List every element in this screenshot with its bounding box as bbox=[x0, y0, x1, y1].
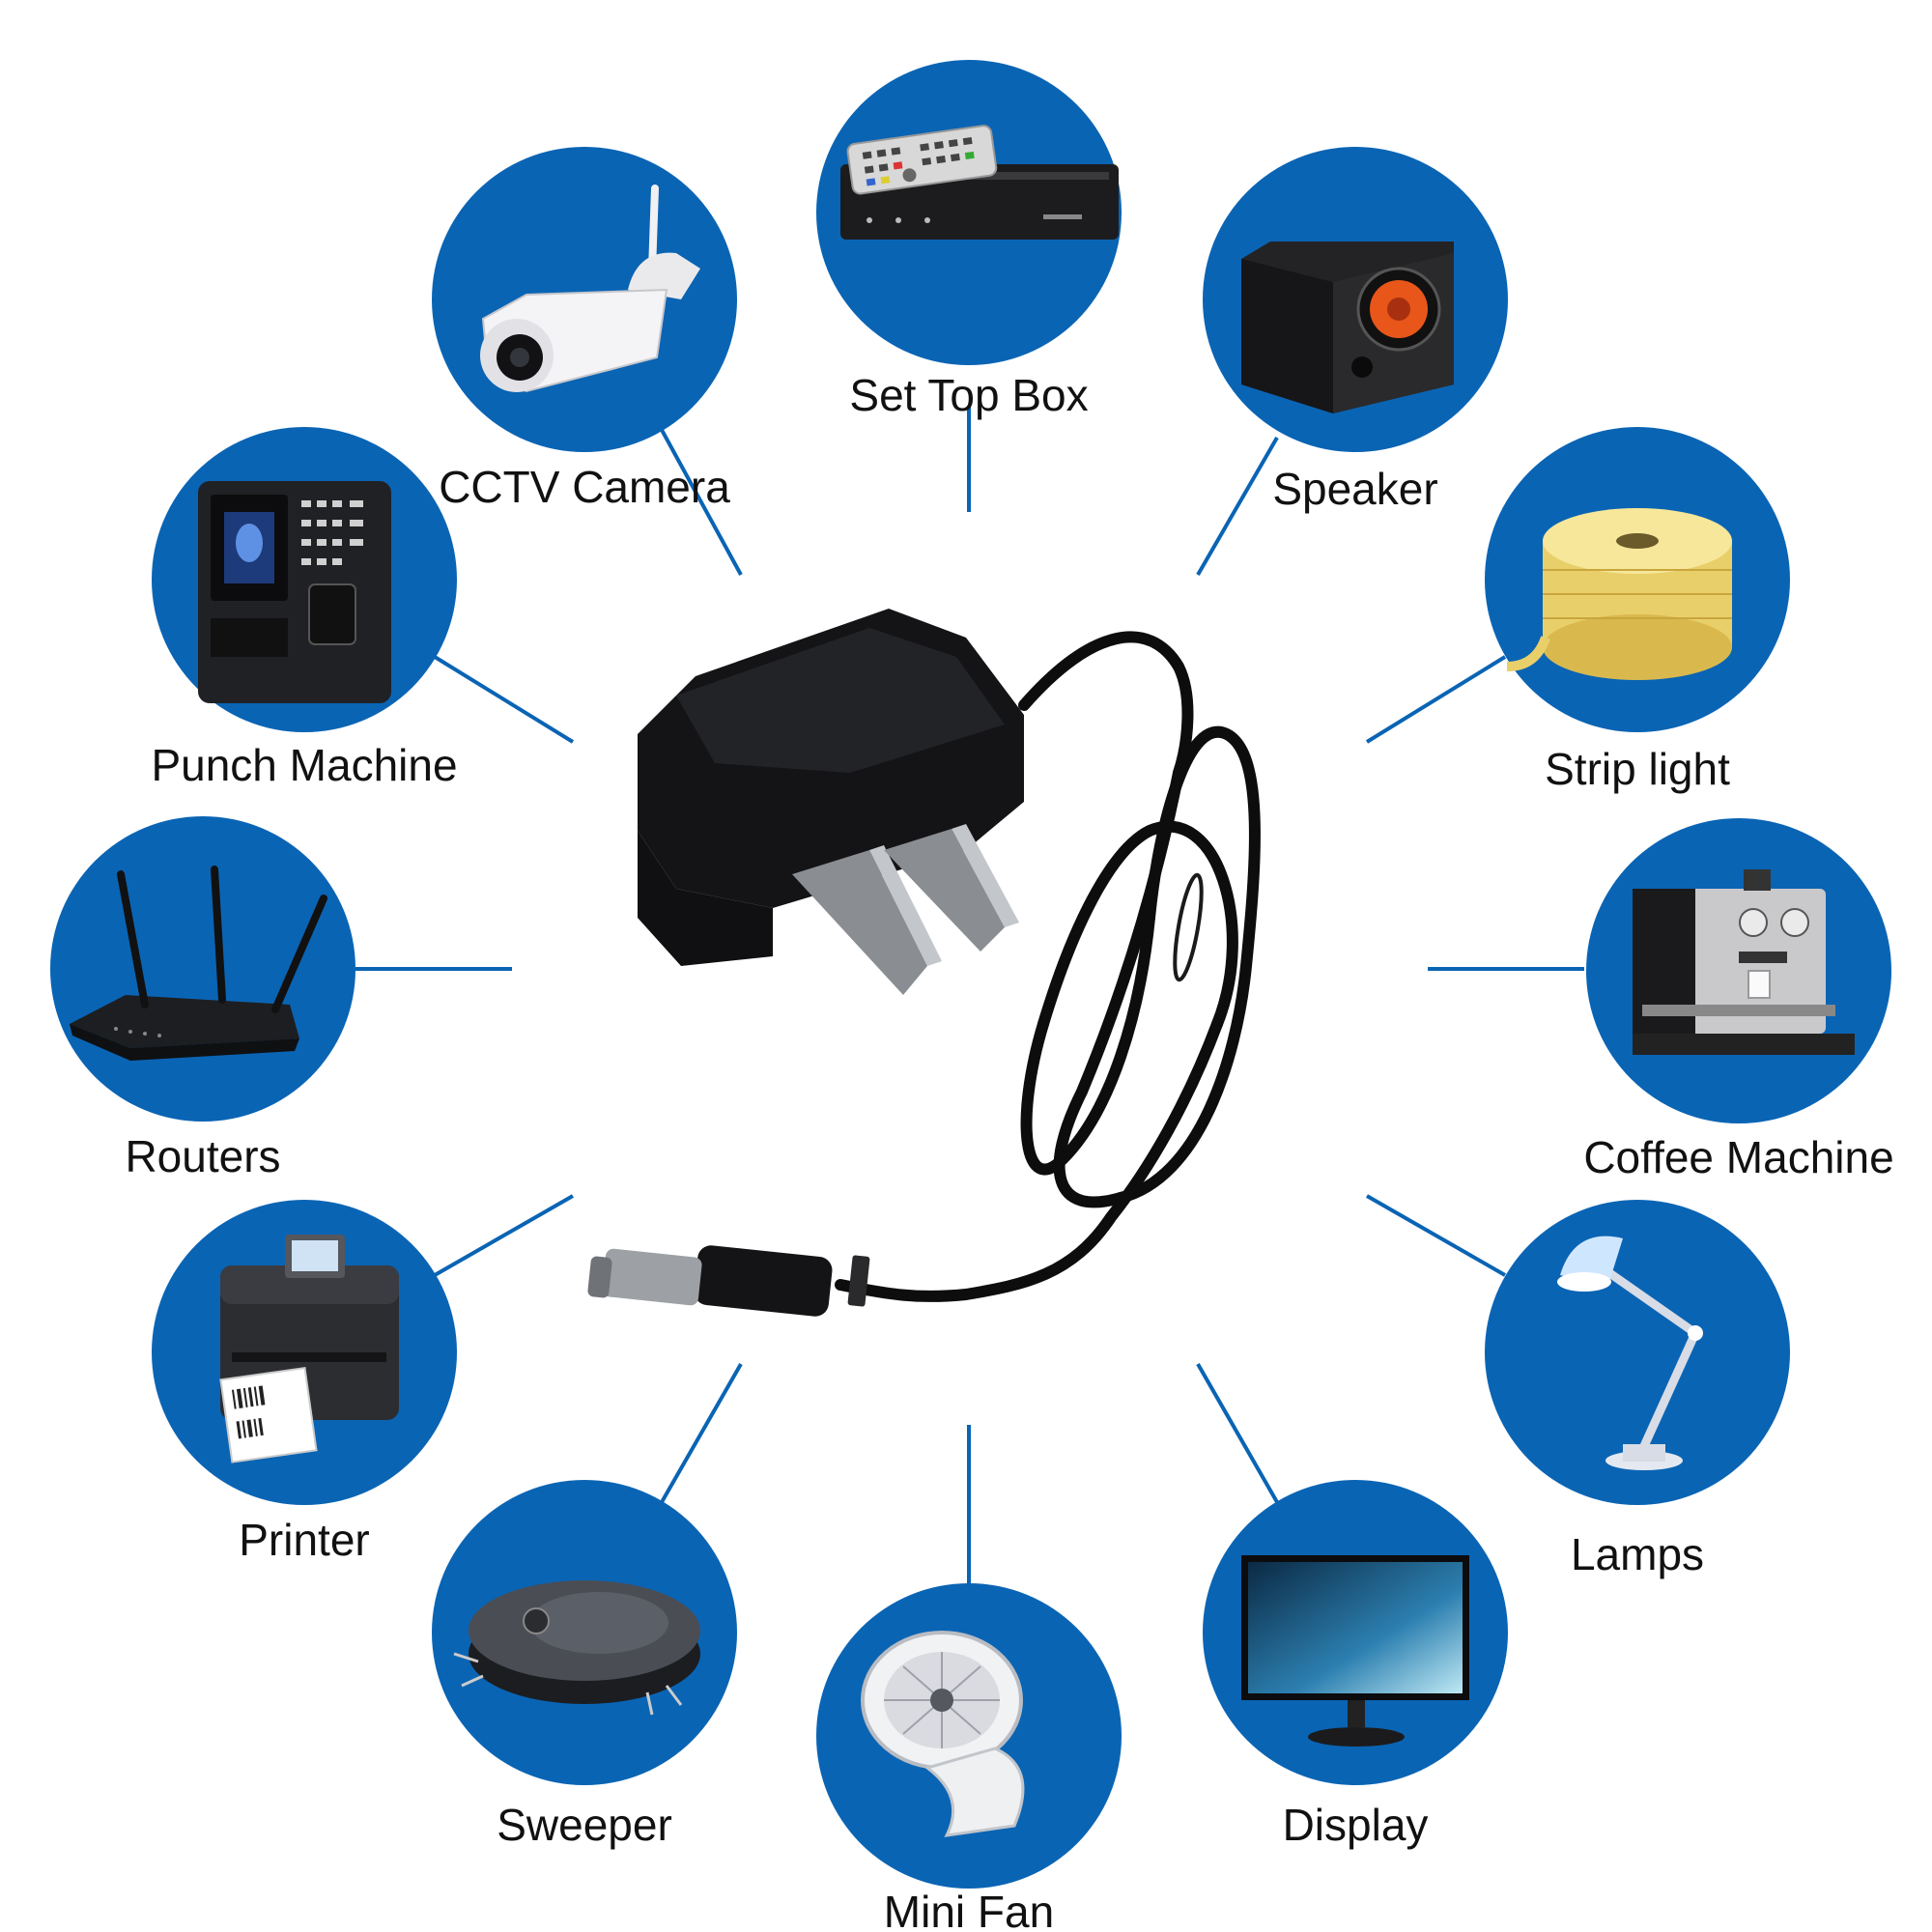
cctv-camera-icon bbox=[480, 185, 700, 393]
label-lamps: Lamps bbox=[1571, 1529, 1704, 1579]
connector-printer bbox=[434, 1194, 574, 1277]
connector-lamps bbox=[1366, 1194, 1506, 1277]
label-display: Display bbox=[1283, 1800, 1429, 1850]
connector-cctv-camera bbox=[660, 429, 743, 576]
label-speaker: Speaker bbox=[1272, 464, 1437, 514]
router-icon bbox=[70, 866, 327, 1061]
label-routers: Routers bbox=[125, 1131, 280, 1181]
label-coffee-machine: Coffee Machine bbox=[1583, 1132, 1893, 1182]
device-punch-machine: Punch Machine bbox=[151, 427, 458, 790]
device-strip-light: Strip light bbox=[1485, 427, 1790, 794]
monitor-icon bbox=[1241, 1555, 1469, 1747]
device-routers: Routers bbox=[50, 816, 355, 1181]
robot-vacuum-icon bbox=[453, 1580, 700, 1716]
punch-machine-icon bbox=[198, 481, 391, 703]
label-sweeper: Sweeper bbox=[497, 1800, 672, 1850]
device-coffee-machine: Coffee Machine bbox=[1583, 818, 1894, 1182]
coffee-machine-icon bbox=[1633, 869, 1855, 1055]
device-mini-fan: Mini Fan bbox=[816, 1583, 1122, 1932]
device-sweeper: Sweeper bbox=[432, 1480, 737, 1850]
circle-lamps bbox=[1485, 1200, 1790, 1505]
power-adapter-icon bbox=[587, 609, 1261, 1317]
label-mini-fan: Mini Fan bbox=[884, 1887, 1054, 1932]
desk-lamp-icon bbox=[1557, 1236, 1703, 1470]
label-punch-machine: Punch Machine bbox=[151, 740, 457, 790]
connector-speaker bbox=[1196, 436, 1279, 577]
speaker-icon bbox=[1241, 242, 1454, 413]
device-cctv-camera: CCTV Camera bbox=[432, 147, 737, 512]
label-strip-light: Strip light bbox=[1545, 744, 1730, 794]
device-set-top-box: Set Top Box bbox=[816, 60, 1122, 420]
label-set-top-box: Set Top Box bbox=[849, 370, 1088, 420]
label-cctv-camera: CCTV Camera bbox=[439, 462, 730, 512]
device-display: Display bbox=[1203, 1480, 1508, 1850]
device-speaker: Speaker bbox=[1203, 147, 1508, 514]
label-printer-icon bbox=[219, 1235, 399, 1463]
circle-routers bbox=[50, 816, 355, 1122]
label-printer: Printer bbox=[239, 1515, 369, 1565]
connector-strip-light bbox=[1365, 655, 1507, 744]
connector-display bbox=[1196, 1363, 1279, 1503]
device-printer: Printer bbox=[152, 1200, 457, 1565]
strip-light-icon bbox=[1506, 508, 1732, 680]
connector-punch-machine bbox=[433, 655, 575, 744]
device-lamps: Lamps bbox=[1485, 1200, 1790, 1579]
connectors bbox=[355, 406, 1584, 1584]
set-top-box-icon bbox=[840, 125, 1119, 240]
fan-icon bbox=[861, 1631, 1025, 1837]
connector-sweeper bbox=[660, 1363, 743, 1503]
